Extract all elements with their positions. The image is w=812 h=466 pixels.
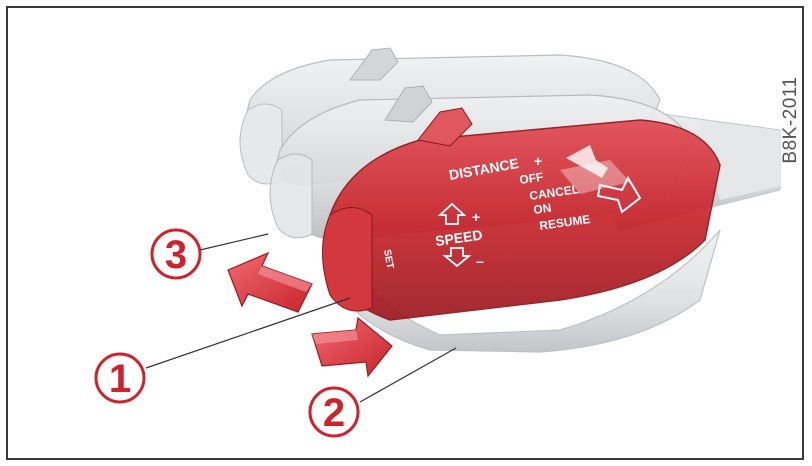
push-arrow — [228, 253, 312, 312]
label-distance-plus: + — [534, 153, 542, 169]
callout-2: 2 — [310, 388, 358, 436]
label-speed-minus: – — [476, 253, 484, 269]
leader-line-3 — [200, 234, 268, 250]
label-speed-plus: + — [472, 209, 480, 225]
callout-1-label: 1 — [109, 357, 131, 401]
label-on: ON — [532, 201, 552, 217]
callout-2-label: 2 — [323, 391, 345, 435]
callout-3-label: 3 — [165, 233, 187, 277]
callout-1: 1 — [96, 354, 144, 402]
callout-3: 3 — [152, 230, 200, 278]
figure-code: B8K-2011 — [780, 76, 801, 163]
